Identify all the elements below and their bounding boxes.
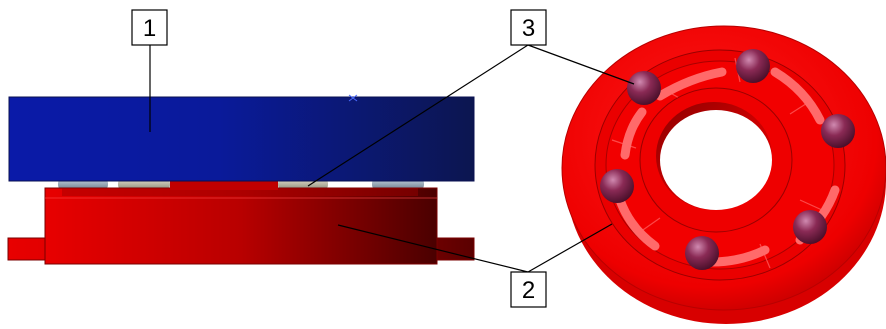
callout-2-label: 2: [522, 277, 535, 304]
leader-lines: [149, 44, 635, 273]
base-block: [44, 187, 438, 265]
ball: [736, 49, 770, 83]
raceway-grooves: [615, 67, 840, 267]
ring-balls: [600, 49, 855, 270]
ring-view: [561, 25, 886, 324]
callout-1-box: [131, 9, 168, 46]
ball: [685, 236, 719, 270]
plate-marker: [348, 94, 358, 102]
ball: [627, 71, 661, 105]
ball: [600, 169, 634, 203]
base-top-lip: [170, 180, 278, 190]
callout-2-box: [510, 271, 547, 308]
top-plate: [8, 96, 475, 182]
callout-3-label: 3: [522, 15, 535, 42]
ball: [821, 114, 855, 148]
callout-3: 3: [510, 9, 547, 46]
callout-3-box: [510, 9, 547, 46]
callout-1: 1: [131, 9, 168, 46]
leader-3a: [307, 44, 529, 187]
leader-2a: [337, 224, 529, 273]
leader-2b: [527, 223, 613, 273]
base-inner-step: [62, 188, 418, 196]
ball: [793, 210, 827, 244]
callout-2: 2: [510, 271, 547, 308]
callout-1-label: 1: [143, 15, 156, 42]
side-view: [7, 94, 475, 265]
bore-opening: [660, 110, 772, 210]
leader-3b: [527, 44, 635, 85]
